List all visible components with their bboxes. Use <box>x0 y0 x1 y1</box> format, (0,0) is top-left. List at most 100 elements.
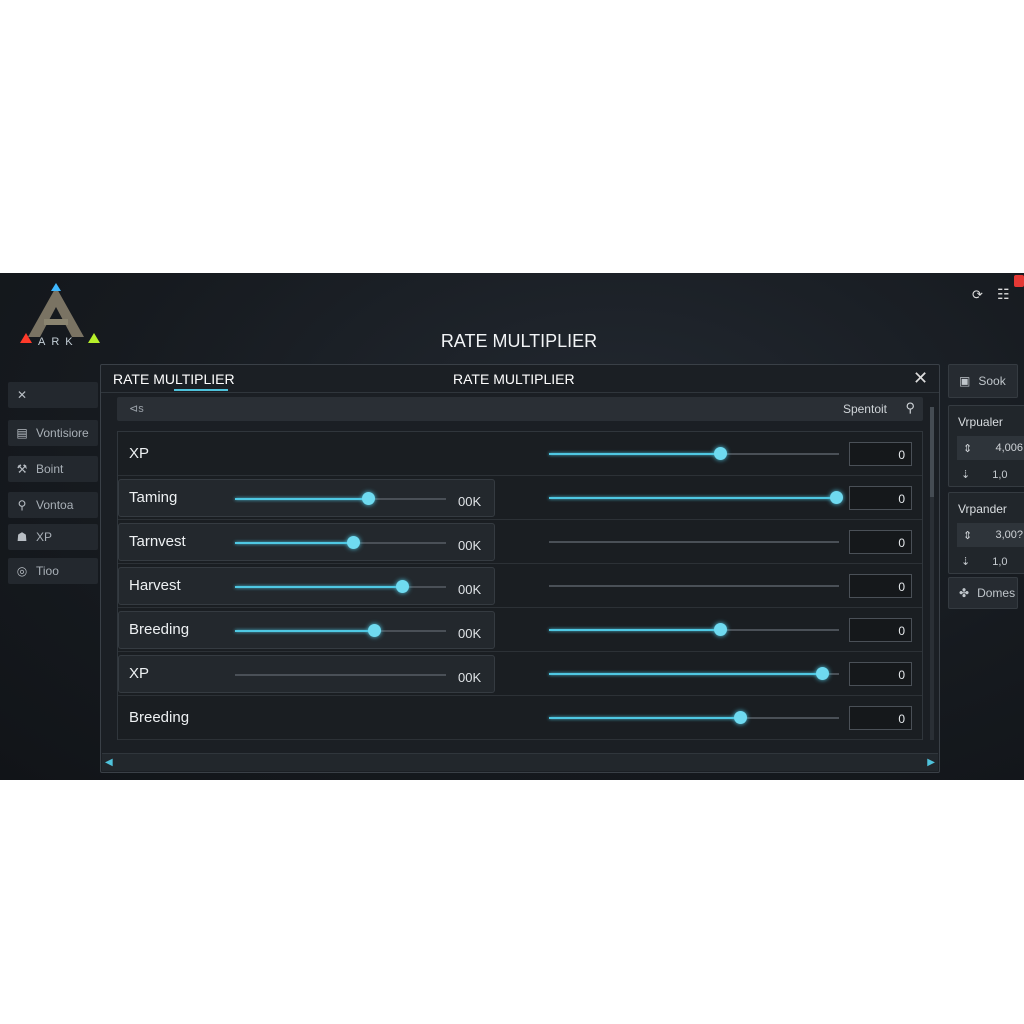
scroll-right-icon[interactable]: ▶ <box>927 757 935 768</box>
active-tab-indicator <box>174 389 228 391</box>
row-label: Breeding <box>129 621 190 638</box>
step-value: 1,0 <box>992 469 1008 481</box>
left-slider[interactable] <box>235 624 446 637</box>
rate-row: Breeding 0 <box>118 696 922 740</box>
value-input[interactable]: 0 <box>849 618 912 642</box>
target-icon: ◎ <box>16 564 28 578</box>
right-slider[interactable] <box>549 447 839 460</box>
slider-thumb[interactable] <box>734 711 748 724</box>
svg-text:ARK: ARK <box>38 336 79 347</box>
refresh-icon[interactable]: ⟳ <box>972 287 983 302</box>
domes-label: Domes <box>977 586 1016 600</box>
search-icon[interactable]: ⚲ <box>905 400 915 415</box>
left-slider[interactable] <box>235 492 446 505</box>
horizontal-scrollbar[interactable]: ◀ ▶ <box>102 753 938 771</box>
value-input[interactable]: 0 <box>849 574 912 598</box>
right-slider[interactable] <box>549 711 839 724</box>
search-icon: ⚲ <box>17 498 27 512</box>
sook-button[interactable]: ▣Sook <box>948 364 1018 398</box>
domes-button[interactable]: ✤ Domes <box>948 577 1018 609</box>
rate-multiplier-panel: RATE MULTIPLIER RATE MULTIPLIER ✕ ⊲s Spe… <box>100 364 940 773</box>
slider-thumb[interactable] <box>714 623 728 636</box>
unit-label: 00K <box>458 670 482 685</box>
slider-fill <box>549 453 721 455</box>
value-input[interactable]: 0 <box>849 442 912 466</box>
slider-thumb[interactable] <box>830 491 844 504</box>
slider-fill <box>235 542 354 544</box>
left-slider-panel: 00K <box>118 567 495 605</box>
card-step[interactable]: ⇣1,0 <box>961 555 1021 568</box>
unit-label: 00K <box>458 626 482 641</box>
slider-thumb[interactable] <box>347 536 361 549</box>
rate-row: 00K Harvest 0 <box>118 564 922 608</box>
tab-rate-multiplier[interactable]: RATE MULTIPLIER <box>113 371 235 387</box>
card-step[interactable]: ⇣1,0 <box>961 468 1021 481</box>
stepper-icon: ⇕ <box>963 530 973 542</box>
value-input[interactable]: 0 <box>849 706 912 730</box>
multiplier-card: Vrpualer ⇕ 4,006 ⇣1,0 <box>948 405 1024 487</box>
left-slider[interactable] <box>235 674 446 676</box>
card-title: Vrpualer <box>958 415 1003 429</box>
value-input[interactable]: 0 <box>849 662 912 686</box>
vertical-scrollbar[interactable] <box>930 407 934 740</box>
value-input[interactable]: 0 <box>849 530 912 554</box>
card-value: 3,00? <box>995 529 1023 541</box>
divider <box>101 392 939 393</box>
fan-icon: ✤ <box>959 586 970 600</box>
left-slider-panel: 00K <box>118 611 495 649</box>
sidebar-item-vontisiore[interactable]: ▤Vontisiore <box>8 420 98 446</box>
slider-fill <box>235 630 375 632</box>
left-slider-panel: 00K <box>118 655 495 693</box>
slider-thumb[interactable] <box>368 624 382 637</box>
scrollbar-thumb[interactable] <box>930 407 934 497</box>
step-value: 1,0 <box>992 556 1008 568</box>
slider-thumb[interactable] <box>361 492 375 505</box>
slider-fill <box>549 497 837 499</box>
row-label: Breeding <box>129 709 190 726</box>
card-value: 4,006 <box>995 442 1023 454</box>
card-value-field[interactable]: ⇕ 3,00? <box>957 523 1024 547</box>
sidebar-item-vontoa[interactable]: ⚲Vontoa <box>8 492 98 518</box>
right-slider[interactable] <box>549 623 839 636</box>
right-slider[interactable] <box>549 541 839 543</box>
slider-fill <box>549 717 741 719</box>
sidebar-item-boint[interactable]: ⚒ Boint <box>8 456 98 482</box>
slider-thumb[interactable] <box>815 667 829 680</box>
slider-thumb[interactable] <box>395 580 409 593</box>
list-icon[interactable]: ☷ <box>997 286 1010 302</box>
left-slider[interactable] <box>235 536 446 549</box>
sook-label: Sook <box>978 374 1006 388</box>
slider-fill <box>549 629 721 631</box>
slider-fill <box>235 586 402 588</box>
sidebar-item-tioo[interactable]: ◎Tioo <box>8 558 98 584</box>
search-input[interactable]: ⊲s Spentoit ⚲ <box>117 397 923 421</box>
app-window: ARK ⟳ ☷ RATE MULTIPLIER ✕ ▤Vontisiore ⚒ Boi… <box>0 273 1024 780</box>
right-slider[interactable] <box>549 667 839 680</box>
row-label: XP <box>129 665 150 682</box>
right-slider[interactable] <box>549 491 844 504</box>
tool-icon: ⚒ <box>16 462 28 476</box>
slider-thumb[interactable] <box>714 447 728 460</box>
card-value-field[interactable]: ⇕ 4,006 <box>957 436 1024 460</box>
hand-icon: ☗ <box>16 530 28 544</box>
sidebar-item-close[interactable]: ✕ <box>8 382 98 408</box>
sidebar-item-xp[interactable]: ☗XP <box>8 524 98 550</box>
value-input[interactable]: 0 <box>849 486 912 510</box>
sidebar-item-label: Boint <box>36 462 64 476</box>
stepper-icon: ⇕ <box>963 443 973 455</box>
slider-fill <box>549 673 822 675</box>
multiplier-card: Vrpander ⇕3,00? ⇣1,0 <box>948 492 1024 574</box>
slider-fill <box>235 498 368 500</box>
close-icon: ✕ <box>16 388 28 402</box>
right-slider[interactable] <box>549 585 839 587</box>
left-slider[interactable] <box>235 580 446 593</box>
rate-row: 00K XP 0 <box>118 652 922 696</box>
row-label: Harvest <box>129 577 181 594</box>
unit-label: 00K <box>458 582 482 597</box>
close-icon[interactable]: ✕ <box>913 368 929 388</box>
scroll-left-icon[interactable]: ◀ <box>105 757 113 768</box>
unit-label: 00K <box>458 494 482 509</box>
